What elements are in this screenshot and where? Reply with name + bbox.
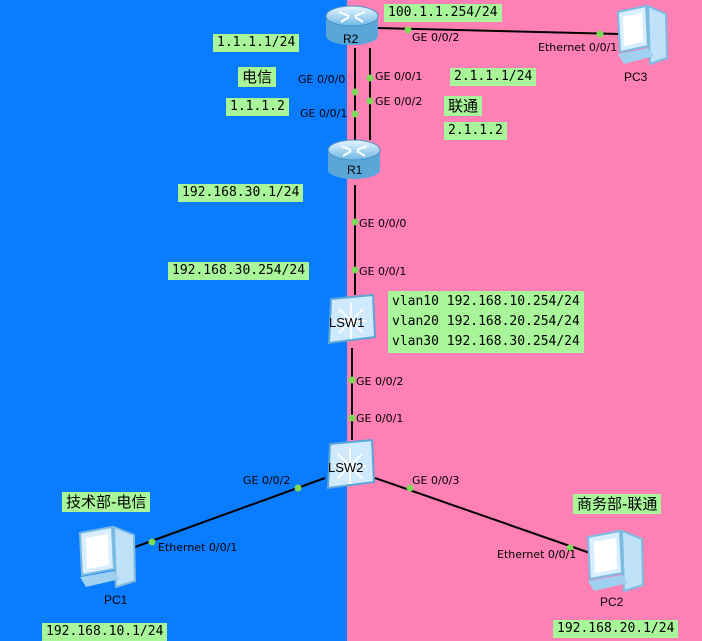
port-label: Ethernet 0/0/1 xyxy=(538,41,618,54)
port-dot xyxy=(366,74,374,82)
port-dot xyxy=(351,88,359,96)
port-dot xyxy=(366,97,374,105)
port-label: Ethernet 0/0/1 xyxy=(497,548,577,561)
port-dot xyxy=(351,266,359,274)
port-label: GE 0/0/2 xyxy=(356,375,404,388)
switch-icon xyxy=(327,293,377,345)
ip-label-r1-telecom: 1.1.1.2 xyxy=(226,98,289,116)
r1-name: R1 xyxy=(347,163,363,177)
port-label: GE 0/0/1 xyxy=(375,70,423,83)
port-label: GE 0/0/1 xyxy=(359,265,407,278)
dept-label-biz: 商务部-联通 xyxy=(573,494,662,514)
isp-label-telecom: 电信 xyxy=(238,67,277,87)
ip-label-r1-unicom: 2.1.1.2 xyxy=(444,122,507,140)
vlan-line: vlan10 192.168.10.254/24 xyxy=(392,294,580,309)
router-r1[interactable]: R1 xyxy=(325,136,383,182)
port-dot xyxy=(404,26,412,34)
port-dot xyxy=(566,544,574,552)
vlan-line: vlan20 192.168.20.254/24 xyxy=(392,314,580,329)
vlan-interfaces: vlan10 192.168.10.254/24 vlan20 192.168.… xyxy=(388,291,584,353)
pc3[interactable]: PC3 xyxy=(612,2,672,86)
ip-label-r2-telecom: 1.1.1.1/24 xyxy=(213,34,300,52)
pc2[interactable]: PC2 xyxy=(580,527,650,615)
r2-name: R2 xyxy=(343,32,359,46)
pc2-name: PC2 xyxy=(600,595,624,609)
pc1-name: PC1 xyxy=(104,593,128,607)
ip-label-pc1: 192.168.10.1/24 xyxy=(42,623,168,641)
port-label: GE 0/0/2 xyxy=(375,95,423,108)
router-icon xyxy=(325,5,379,45)
dept-label-tech: 技术部-电信 xyxy=(62,492,151,512)
telecom-zone xyxy=(0,0,347,641)
port-label: GE 0/0/3 xyxy=(412,474,460,487)
port-dot xyxy=(596,30,604,38)
router-r2[interactable]: R2 xyxy=(323,2,381,48)
lsw2-name: LSW2 xyxy=(328,460,364,475)
link-r2-pc3 xyxy=(374,27,621,35)
pc1[interactable]: PC1 xyxy=(72,523,142,611)
router-icon xyxy=(327,139,381,179)
port-dot xyxy=(351,110,359,118)
lsw1-name: LSW1 xyxy=(329,315,365,330)
port-label: GE 0/0/2 xyxy=(243,474,291,487)
port-label: GE 0/0/1 xyxy=(356,412,404,425)
port-dot xyxy=(348,376,356,384)
port-label: Ethernet 0/0/1 xyxy=(158,541,238,554)
switch-lsw1[interactable]: LSW1 xyxy=(323,293,379,347)
pc-icon xyxy=(616,4,669,66)
vlan-line: vlan30 192.168.30.254/24 xyxy=(392,334,580,349)
pc3-name: PC3 xyxy=(624,70,648,84)
ip-label-pc2: 192.168.20.1/24 xyxy=(553,620,679,638)
isp-label-unicom: 联通 xyxy=(444,96,483,116)
port-dot xyxy=(148,538,156,546)
port-label: GE 0/0/0 xyxy=(298,73,346,86)
port-dot xyxy=(348,414,356,422)
ip-label-r2-public: 100.1.1.254/24 xyxy=(384,4,502,22)
port-dot xyxy=(351,218,359,226)
port-label: GE 0/0/2 xyxy=(412,31,460,44)
port-dot xyxy=(406,484,414,492)
port-label: GE 0/0/1 xyxy=(300,107,348,120)
port-label: GE 0/0/0 xyxy=(359,217,407,230)
port-dot xyxy=(294,484,302,492)
switch-lsw2[interactable]: LSW2 xyxy=(322,438,378,492)
ip-label-r1-lan: 192.168.30.1/24 xyxy=(178,184,304,202)
switch-icon xyxy=(326,438,376,490)
pc-icon xyxy=(78,525,137,589)
link-lsw2-pc1 xyxy=(134,477,326,548)
ip-label-lsw1-uplink: 192.168.30.254/24 xyxy=(168,262,310,280)
ip-label-r2-unicom: 2.1.1.1/24 xyxy=(450,68,537,86)
pc-icon xyxy=(586,529,645,593)
